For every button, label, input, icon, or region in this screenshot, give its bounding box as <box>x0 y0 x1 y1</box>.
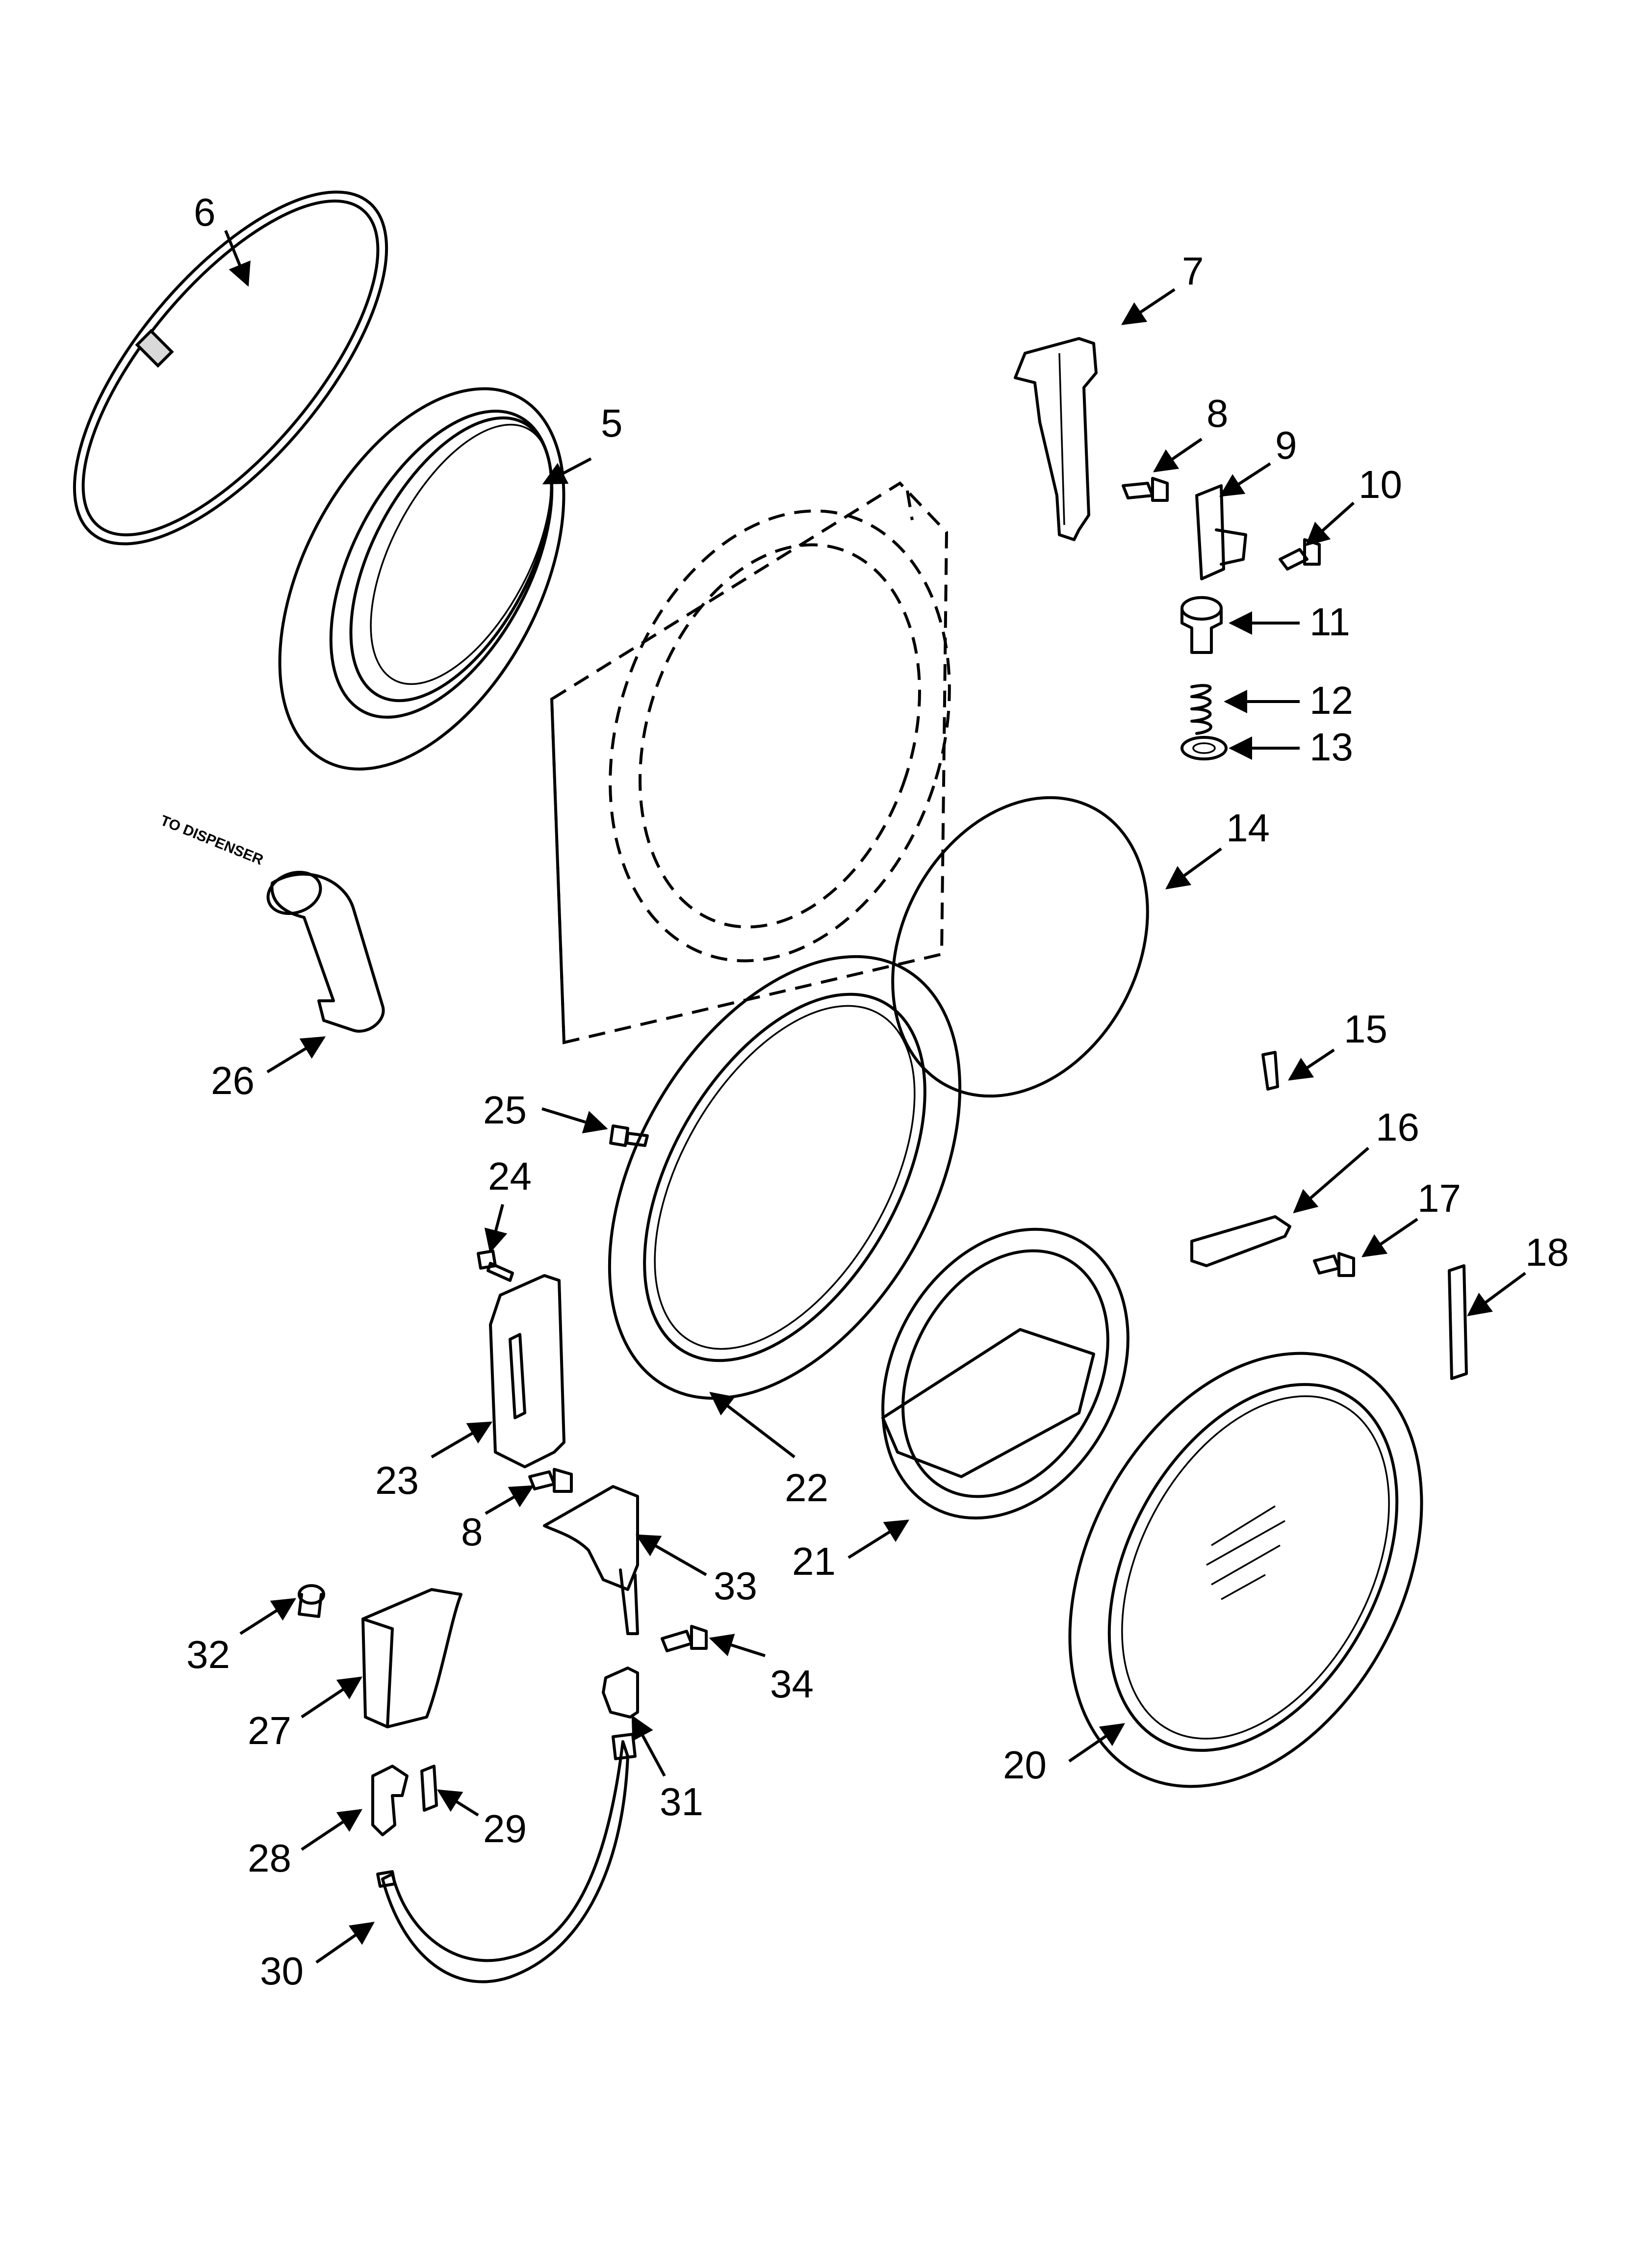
screw-17 <box>1313 1252 1355 1277</box>
callout-30: 30 <box>260 1949 304 1993</box>
door-latch <box>602 1667 639 1719</box>
callout-15: 15 <box>1344 1007 1387 1051</box>
outer-door <box>1068 1352 1423 1788</box>
inner-door-frame <box>608 955 962 1400</box>
callout-8-lower: 8 <box>461 1510 483 1554</box>
callout-8-top: 8 <box>1206 391 1229 435</box>
door-hinge <box>489 1274 565 1468</box>
strip <box>1448 1264 1468 1380</box>
callout-13: 13 <box>1309 725 1353 769</box>
spring <box>1190 684 1212 735</box>
handle-clip <box>371 1765 409 1836</box>
callout-31: 31 <box>660 1780 703 1824</box>
hinge-strap <box>1190 1215 1291 1267</box>
small-clip <box>1261 1051 1279 1091</box>
screw-lower <box>528 1468 573 1493</box>
door-handle <box>361 1588 462 1728</box>
callout-24: 24 <box>488 1154 532 1198</box>
callout-28: 28 <box>248 1836 291 1880</box>
plunger <box>1180 596 1223 654</box>
callout-29: 29 <box>483 1807 527 1851</box>
bumper <box>298 1584 325 1618</box>
callout-33: 33 <box>714 1564 757 1608</box>
callout-27: 27 <box>248 1709 291 1752</box>
dispenser-hose <box>266 870 385 1033</box>
front-panel-outline <box>550 481 951 1044</box>
leader-arrows <box>224 230 1526 1964</box>
door-boot <box>278 387 565 771</box>
clamp-band <box>73 190 388 546</box>
door-trim <box>376 1733 637 1983</box>
door-glass <box>881 1227 1129 1520</box>
callout-10: 10 <box>1359 463 1402 506</box>
door-lock-bracket <box>1014 337 1098 541</box>
callout-34: 34 <box>770 1662 814 1706</box>
callout-12: 12 <box>1309 678 1353 722</box>
callout-25: 25 <box>483 1088 527 1132</box>
callout-5: 5 <box>601 401 623 445</box>
callout-6: 6 <box>194 190 216 234</box>
callout-26: 26 <box>211 1059 255 1102</box>
callout-17: 17 <box>1417 1176 1461 1220</box>
callout-23: 23 <box>375 1459 419 1502</box>
washer <box>1180 736 1228 760</box>
to-dispenser-note: TO DISPENSER <box>158 812 265 868</box>
screw-top <box>1122 477 1169 502</box>
wire-ring <box>891 796 1149 1098</box>
screw-25 <box>609 1124 649 1147</box>
handle-housing <box>543 1485 639 1635</box>
callout-16: 16 <box>1376 1105 1419 1149</box>
callout-22: 22 <box>785 1466 828 1510</box>
callout-11: 11 <box>1309 600 1350 644</box>
callout-18: 18 <box>1525 1230 1569 1274</box>
callout-9: 9 <box>1275 423 1297 467</box>
callout-21: 21 <box>792 1539 836 1583</box>
callout-labels: 6 5 7 8 9 10 11 12 13 14 15 16 17 18 20 … <box>186 190 1569 1993</box>
screw-10 <box>1279 538 1321 571</box>
screw-24 <box>477 1250 514 1282</box>
callout-7: 7 <box>1182 249 1204 293</box>
screw-34 <box>661 1625 708 1652</box>
clip-insert <box>420 1765 438 1812</box>
strike-plate <box>1195 484 1247 580</box>
callout-20: 20 <box>1003 1743 1047 1787</box>
callout-32: 32 <box>186 1633 230 1676</box>
callout-14: 14 <box>1226 806 1270 850</box>
